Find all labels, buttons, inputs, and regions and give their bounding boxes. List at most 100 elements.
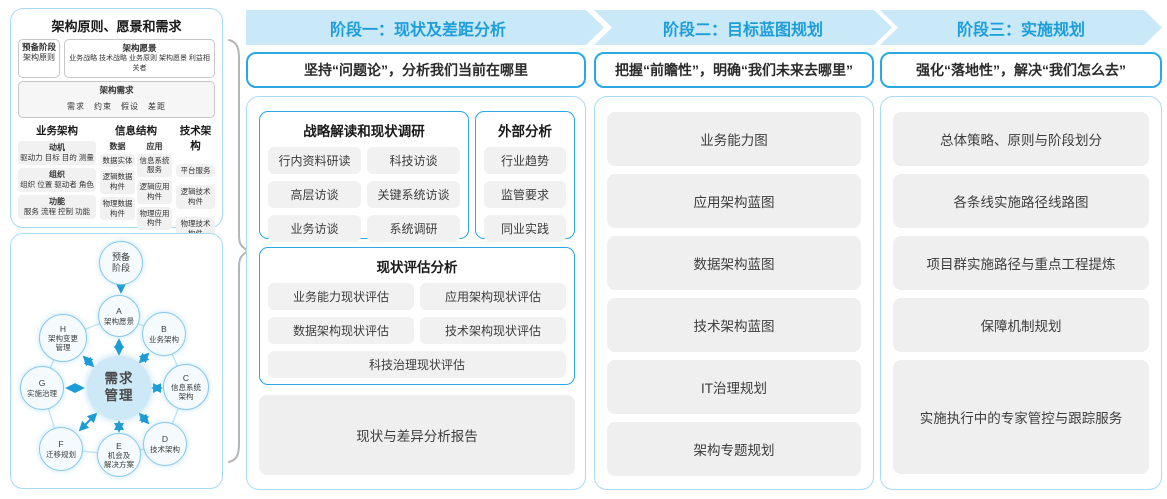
architecture-principles-panel: 架构原则、愿景和需求 预备阶段 架构原则 架构愿景 业务战略 技术战略 业务原则… <box>10 8 223 283</box>
adm-node-label: 实施治理 <box>27 388 57 398</box>
adm-node-id: H <box>59 323 67 334</box>
gap-analysis-report-box: 现状与差异分析报告 <box>259 395 575 475</box>
phase2-header-band: 阶段二：目标蓝图规划 <box>594 10 892 45</box>
phase2-item: 技术架构蓝图 <box>607 298 861 352</box>
phase2-content-panel: 业务能力图 应用架构蓝图 数据架构蓝图 技术架构蓝图 IT治理规划 架构专题规划 <box>594 96 874 490</box>
adm-node-prep: 预备 阶段 <box>99 241 143 285</box>
adm-center-node: 需求 管理 <box>87 356 151 420</box>
organization-box: 组织 组织 位置 驱动者 角色 <box>18 167 96 192</box>
phase1-slogan-box: 坚持“问题论”，分析我们当前在哪里 <box>246 52 586 88</box>
phase1-slogan: 坚持“问题论”，分析我们当前在哪里 <box>304 62 528 78</box>
information-subcolumns: 数据 数据实体 逻辑数据构件 物理数据构件 应用 信息系统服务 逻辑应用构件 物… <box>100 141 172 234</box>
prep-phase-text: 架构原则 <box>23 53 55 63</box>
function-title: 功能 <box>49 196 65 206</box>
architecture-columns: 业务架构 动机 驱动力 目标 目的 测量 组织 组织 位置 驱动者 角色 功能 … <box>18 122 215 244</box>
adm-node-id: G <box>38 378 46 389</box>
adm-node-prep-label: 预备 阶段 <box>111 252 130 273</box>
technology-item: 逻辑技术构件 <box>176 185 215 209</box>
external-item: 同业实践 <box>484 215 566 242</box>
external-analysis-box: 外部分析 行业趋势 监管要求 同业实践 <box>475 111 575 242</box>
strategy-item: 高层访谈 <box>268 181 361 208</box>
adm-node-label: 机会及 解决方案 <box>104 451 134 470</box>
adm-node-id: C <box>182 372 190 383</box>
motivation-title: 动机 <box>49 142 65 152</box>
adm-node-id: A <box>116 306 122 317</box>
phase3-slogan: 强化“落地性”，解决“我们怎么去” <box>916 62 1126 78</box>
phase3-band-label: 阶段三：实施规划 <box>956 21 1085 39</box>
phase3-item: 项目群实施路径与重点工程提炼 <box>893 236 1149 290</box>
application-item: 信息系统服务 <box>137 153 172 178</box>
assessment-title: 现状评估分析 <box>376 260 458 275</box>
adm-node-id: B <box>161 324 167 335</box>
assessment-grid: 业务能力现状评估 应用架构现状评估 数据架构现状评估 技术架构现状评估 科技治理… <box>268 283 566 378</box>
phase2-item: 业务能力图 <box>607 112 861 166</box>
phase1-header-band: 阶段一：现状及差距分析 <box>246 10 604 45</box>
technology-architecture-title: 技术架构 <box>179 124 212 152</box>
phase3-content-panel: 总体策略、原则与阶段划分 各条线实施路径线路图 项目群实施路径与重点工程提炼 保… <box>880 96 1162 490</box>
adm-double-arrows <box>65 338 163 433</box>
panel-title: 架构原则、愿景和需求 <box>51 19 182 34</box>
prep-phase-box: 预备阶段 架构原则 <box>18 39 60 78</box>
assessment-item: 应用架构现状评估 <box>420 283 566 310</box>
strategy-research-title: 战略解读和现状调研 <box>303 124 425 139</box>
adm-node-f: F 迁移规划 <box>39 427 83 471</box>
phase2-item: 架构专题规划 <box>607 422 861 476</box>
function-text: 服务 流程 控制 功能 <box>23 207 91 217</box>
phase3-item: 各条线实施路径线路图 <box>893 174 1149 228</box>
strategy-research-box: 战略解读和现状调研 行内资料研读 科技访谈 高层访谈 关键系统访谈 业务访谈 系… <box>259 111 469 242</box>
phase3-item: 总体策略、原则与阶段划分 <box>893 112 1149 166</box>
external-item: 行业趋势 <box>484 147 566 174</box>
gap-analysis-report-label: 现状与差异分析报告 <box>356 429 478 444</box>
phase3-item: 保障机制规划 <box>893 298 1149 352</box>
adm-node-label: 架构愿景 <box>104 316 134 326</box>
strategy-item: 关键系统访谈 <box>367 181 460 208</box>
adm-node-label: 架构变更 管理 <box>48 334 78 353</box>
adm-node-label: 迁移规划 <box>46 449 76 459</box>
external-analysis-title: 外部分析 <box>498 124 552 139</box>
prep-phase-title: 预备阶段 <box>21 42 56 52</box>
technology-item: 平台服务 <box>176 163 215 178</box>
adm-node-c: C 信息系统 架构 <box>163 364 209 410</box>
adm-node-id: F <box>58 439 64 450</box>
strategy-item: 业务访谈 <box>268 215 361 242</box>
assessment-item: 数据架构现状评估 <box>268 317 414 344</box>
phase3-header-band: 阶段三：实施规划 <box>880 10 1162 45</box>
adm-node-h: H 架构变更 管理 <box>39 314 87 362</box>
phase2-item: IT治理规划 <box>607 360 861 414</box>
organization-text: 组织 位置 驱动者 角色 <box>20 180 94 190</box>
adm-center-label: 需求 管理 <box>104 371 134 403</box>
data-item: 逻辑数据构件 <box>100 170 135 194</box>
strategy-item: 科技访谈 <box>367 147 460 174</box>
external-analysis-list: 行业趋势 监管要求 同业实践 <box>484 147 566 242</box>
assessment-item: 技术架构现状评估 <box>420 317 566 344</box>
application-label: 应用 <box>146 141 163 151</box>
adm-node-b: B 业务架构 <box>142 312 186 356</box>
technology-architecture-column: 技术架构 平台服务 逻辑技术构件 物理技术构件 <box>176 122 215 244</box>
phase3-item: 实施执行中的专家管控与跟踪服务 <box>893 360 1149 474</box>
phase2-band-label: 阶段二：目标蓝图规划 <box>662 21 823 39</box>
prep-vision-row: 预备阶段 架构原则 架构愿景 业务战略 技术战略 业务原则 架构愿景 利益相关者 <box>18 39 215 78</box>
adm-node-a: A 架构愿景 <box>98 295 140 337</box>
information-structure-column: 信息结构 数据 数据实体 逻辑数据构件 物理数据构件 应用 信息系统服务 逻辑应… <box>100 122 172 244</box>
data-subcolumn: 数据 数据实体 逻辑数据构件 物理数据构件 <box>100 141 135 234</box>
architecture-vision-box: 架构愿景 业务战略 技术战略 业务原则 架构愿景 利益相关者 <box>64 39 215 78</box>
motivation-box: 动机 驱动力 目标 目的 测量 <box>18 140 96 165</box>
requirements-title: 架构需求 <box>99 84 134 95</box>
adm-node-g: G 实施治理 <box>20 366 64 410</box>
business-architecture-column: 业务架构 动机 驱动力 目标 目的 测量 组织 组织 位置 驱动者 角色 功能 … <box>18 122 96 244</box>
external-item: 监管要求 <box>484 181 566 208</box>
application-subcolumn: 应用 信息系统服务 逻辑应用构件 物理应用构件 <box>137 141 172 234</box>
phase1-band-label: 阶段一：现状及差距分析 <box>329 21 506 39</box>
vision-title: 架构愿景 <box>122 43 157 53</box>
data-label: 数据 <box>109 141 126 151</box>
adm-node-id: D <box>161 434 169 445</box>
adm-node-d: D 技术架构 <box>143 422 187 466</box>
adm-node-label: 技术架构 <box>150 444 180 454</box>
adm-node-id: E <box>116 440 122 451</box>
adm-node-e: E 机会及 解决方案 <box>97 433 141 477</box>
strategy-item: 系统调研 <box>367 215 460 242</box>
strategy-research-grid: 行内资料研读 科技访谈 高层访谈 关键系统访谈 业务访谈 系统调研 <box>268 147 460 242</box>
motivation-text: 驱动力 目标 目的 测量 <box>20 152 94 162</box>
function-box: 功能 服务 流程 控制 功能 <box>18 194 96 220</box>
